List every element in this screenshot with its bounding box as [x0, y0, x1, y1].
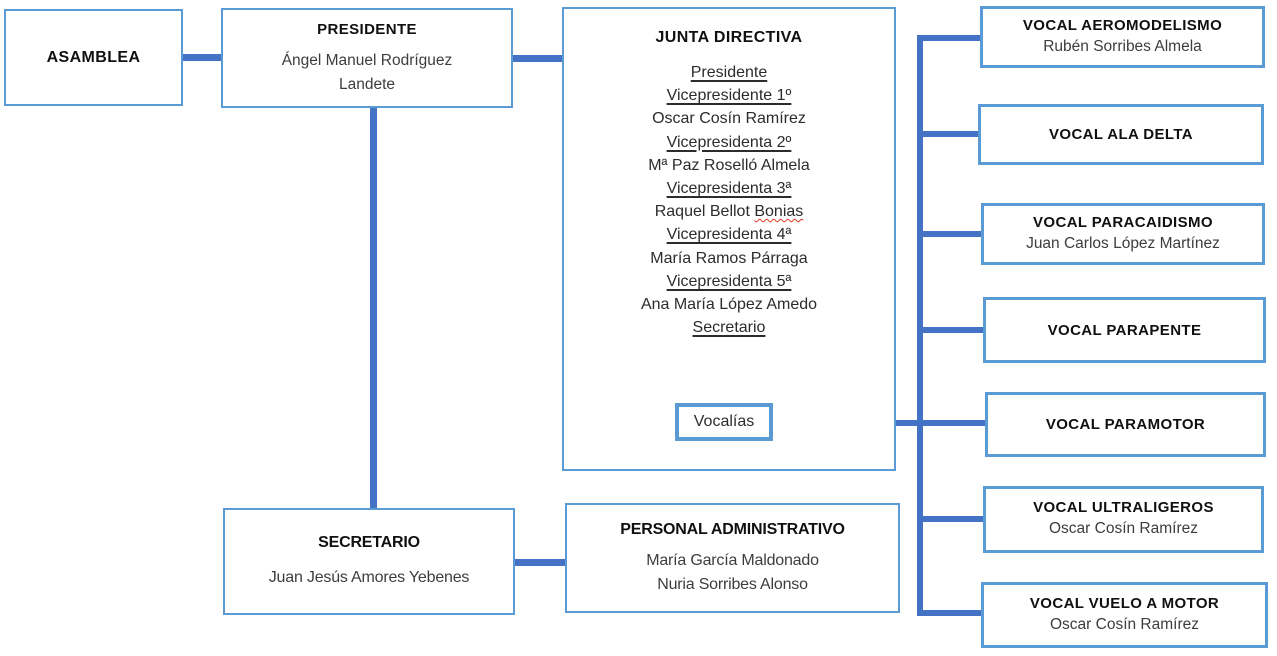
junta-roster-line: Ana María López Amedo — [640, 296, 818, 314]
vocal-paramotor-title: VOCAL PARAMOTOR — [1045, 416, 1206, 433]
connector-secretario-personal — [515, 559, 565, 566]
connector-presidente-junta — [513, 55, 562, 62]
vocal-ultraligeros-name: Oscar Cosín Ramírez — [1048, 520, 1198, 537]
roster-text: Raquel Bellot — [654, 203, 755, 221]
presidente-title: PRESIDENTE — [317, 20, 417, 38]
vocal-paracaidismo-name: Juan Carlos López Martínez — [1026, 234, 1220, 252]
vocalias-label: Vocalías — [693, 413, 755, 430]
junta-roster-line: Mª Paz Roselló Almela — [648, 156, 810, 174]
presidente-box: PRESIDENTE Ángel Manuel Rodríguez Landet… — [221, 8, 513, 108]
personal-administrativo-name: Nuria Sorribes Alonso — [657, 575, 808, 593]
personal-administrativo-box: PERSONAL ADMINISTRATIVO María García Mal… — [565, 503, 900, 613]
vocal-ala-delta-title: VOCAL ALA DELTA — [1048, 126, 1194, 143]
junta-roster-line: Vicepresidenta 3ª — [666, 180, 792, 198]
junta-directiva-title: JUNTA DIRECTIVA — [655, 29, 803, 46]
vocal-aeromodelismo-name: Rubén Sorribes Almela — [1043, 37, 1202, 55]
vocal-ultraligeros-box: VOCAL ULTRALIGEROS Oscar Cosín Ramírez — [983, 486, 1264, 553]
trunk-elbow-vuelo-a-motor — [917, 610, 981, 616]
vocal-aeromodelismo-box: VOCAL AEROMODELISMO Rubén Sorribes Almel… — [980, 6, 1265, 68]
junta-roster-line: Vicepresidenta 2º — [666, 133, 792, 151]
secretario-box: SECRETARIO Juan Jesús Amores Yebenes — [223, 508, 515, 615]
connector-presidente-secretario — [370, 108, 377, 508]
secretario-name: Juan Jesús Amores Yebenes — [268, 569, 470, 586]
vocal-paracaidismo-box: VOCAL PARACAIDISMO Juan Carlos López Mar… — [981, 203, 1265, 265]
junta-roster-line: Presidente — [690, 64, 768, 81]
junta-roster-line: Vicepresidenta 5ª — [666, 272, 792, 290]
junta-roster-line: Oscar Cosín Ramírez — [652, 110, 806, 128]
trunk-stub-aeromodelismo — [923, 35, 980, 41]
vocal-ultraligeros-title: VOCAL ULTRALIGEROS — [1033, 499, 1214, 516]
vocal-aeromodelismo-title: VOCAL AEROMODELISMO — [1022, 16, 1223, 34]
vocal-ala-delta-box: VOCAL ALA DELTA — [978, 104, 1264, 165]
misspelled-word: Bonias — [754, 203, 804, 221]
connector-asamblea-presidente — [183, 54, 221, 61]
junta-roster-line: María Ramos Párraga — [650, 249, 808, 267]
asamblea-box: ASAMBLEA — [4, 9, 183, 106]
secretario-title: SECRETARIO — [318, 534, 420, 551]
asamblea-title: ASAMBLEA — [46, 49, 141, 66]
vocal-vuelo-a-motor-box: VOCAL VUELO A MOTOR Oscar Cosín Ramírez — [981, 582, 1268, 648]
junta-roster-line: Raquel Bellot Bonias — [641, 200, 817, 223]
trunk-stub-ala-delta — [923, 131, 978, 137]
junta-roster-line: Secretario — [692, 319, 766, 337]
vocal-paramotor-box: VOCAL PARAMOTOR — [985, 392, 1266, 457]
vocal-parapente-box: VOCAL PARAPENTE — [983, 297, 1266, 363]
trunk-stub-parapente — [923, 327, 983, 333]
vocal-vuelo-a-motor-name: Oscar Cosín Ramírez — [1049, 615, 1199, 633]
vocalias-box: Vocalías — [675, 403, 773, 441]
personal-administrativo-name: María García Maldonado — [646, 551, 819, 569]
vocal-paracaidismo-title: VOCAL PARACAIDISMO — [1033, 213, 1213, 231]
trunk-stub-paracaidismo — [923, 231, 981, 237]
junta-roster-line: Vicepresidenta 4ª — [666, 226, 792, 244]
presidente-name: Ángel Manuel Rodríguez Landete — [281, 51, 453, 93]
junta-roster-line: Vicepresidente 1º — [666, 87, 792, 105]
vocal-parapente-title: VOCAL PARAPENTE — [1047, 321, 1202, 339]
vocal-trunk-line — [917, 35, 923, 616]
personal-administrativo-title: PERSONAL ADMINISTRATIVO — [620, 520, 845, 538]
trunk-stub-ultraligeros — [923, 516, 983, 522]
vocal-vuelo-a-motor-title: VOCAL VUELO A MOTOR — [1029, 594, 1220, 612]
